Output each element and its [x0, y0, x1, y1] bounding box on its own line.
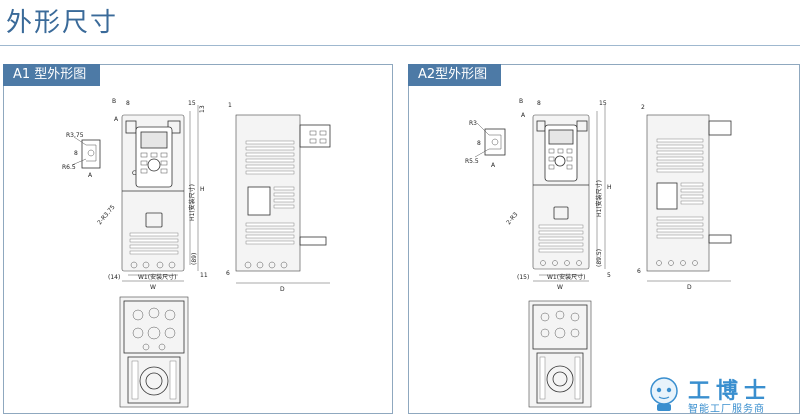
- a1-h-label: H: [200, 186, 205, 193]
- a2-d15b-label: (15): [517, 274, 529, 281]
- a2-d6-label: 6: [637, 268, 641, 275]
- a2-w-label: W: [557, 284, 563, 291]
- a1-b-label: B: [112, 98, 116, 105]
- a1-front-view: W1(安装尺寸) W (14) H H1(安装尺寸) 13 (89) 11 A …: [96, 98, 208, 291]
- a2-h1-label: H1(安装尺寸): [595, 180, 603, 217]
- a2-hole-label: 2-R3: [505, 211, 519, 226]
- a1-d6-label: 6: [226, 270, 230, 277]
- a2-r1-label: R3: [469, 120, 477, 127]
- a2-side-view: D 6 2: [637, 104, 732, 291]
- logo: 工博士 智能工厂服务商: [644, 373, 794, 415]
- a2-d8-top-label: 8: [537, 100, 541, 107]
- a1-d89-label: (89): [191, 253, 198, 265]
- a1-hole-label: 2-R3.75: [96, 204, 117, 227]
- panel-a1-title: A1 型外形图: [3, 64, 101, 86]
- a1-detail-a: R3.75 R6.5 8 A: [62, 132, 101, 179]
- panel-a2-title: A2型外形图: [408, 64, 502, 86]
- page-title: 外形尺寸: [6, 8, 119, 38]
- a1-h1-label: H1(安装尺寸): [188, 184, 196, 221]
- a1-d8-top-label: 8: [126, 100, 130, 107]
- a1-d14-label: (14): [108, 274, 120, 281]
- a1-r2-label: R6.5: [62, 164, 76, 171]
- a1-d-label: D: [280, 286, 285, 293]
- logo-name: 工博士: [688, 378, 773, 404]
- a1-a-label: A: [114, 116, 119, 123]
- a1-bottom-view: [119, 296, 189, 408]
- panel-a1: A1 型外形图 R3.75 R6.5 8 A: [3, 64, 393, 414]
- a1-d1-label: 1: [228, 102, 232, 109]
- a1-d15-label: 15: [188, 100, 196, 107]
- a2-a-label: A: [521, 112, 526, 119]
- a1-w-label: W: [150, 284, 156, 291]
- a2-d8-label: 8: [477, 140, 481, 147]
- a2-front-view: W1(安装尺寸) W (15) H H1(安装尺寸) (89.5) 5 A B …: [505, 98, 611, 291]
- a1-drawing: R3.75 R6.5 8 A: [62, 98, 331, 408]
- a2-d5-label: 5: [607, 272, 611, 279]
- a2-d-label: D: [687, 284, 692, 291]
- a2-h-label: H: [607, 184, 612, 191]
- a2-bottom-view: [528, 300, 592, 408]
- a2-detail-a: R3 R5.5 8 A: [465, 120, 506, 169]
- a1-r1-label: R3.75: [66, 132, 84, 139]
- a1-d13-label: 13: [199, 105, 206, 113]
- a2-d15-label: 15: [599, 100, 607, 107]
- a2-b-label: B: [519, 98, 523, 105]
- a2-r2-label: R5.5: [465, 158, 479, 165]
- robot-mascot-icon: [650, 377, 678, 411]
- a1-d11-label: 11: [200, 272, 208, 279]
- a2-drawing: R3 R5.5 8 A: [465, 98, 732, 408]
- a1-c-label: C: [132, 170, 136, 177]
- a1-w1-label: W1(安装尺寸): [138, 273, 176, 281]
- a1-a-detail-label: A: [88, 172, 93, 179]
- a2-a-detail-label: A: [491, 162, 496, 169]
- a2-d2-label: 2: [641, 104, 645, 111]
- title-divider: [0, 45, 800, 46]
- panel-a2: A2型外形图 R3 R5.5 8 A: [408, 64, 800, 414]
- logo-tagline: 智能工厂服务商: [688, 404, 765, 415]
- a2-d895-label: (89.5): [596, 249, 603, 267]
- a2-w1-label: W1(安装尺寸): [547, 273, 585, 281]
- a1-d8-label: 8: [74, 150, 78, 157]
- a1-side-view: D 6 1: [226, 102, 331, 293]
